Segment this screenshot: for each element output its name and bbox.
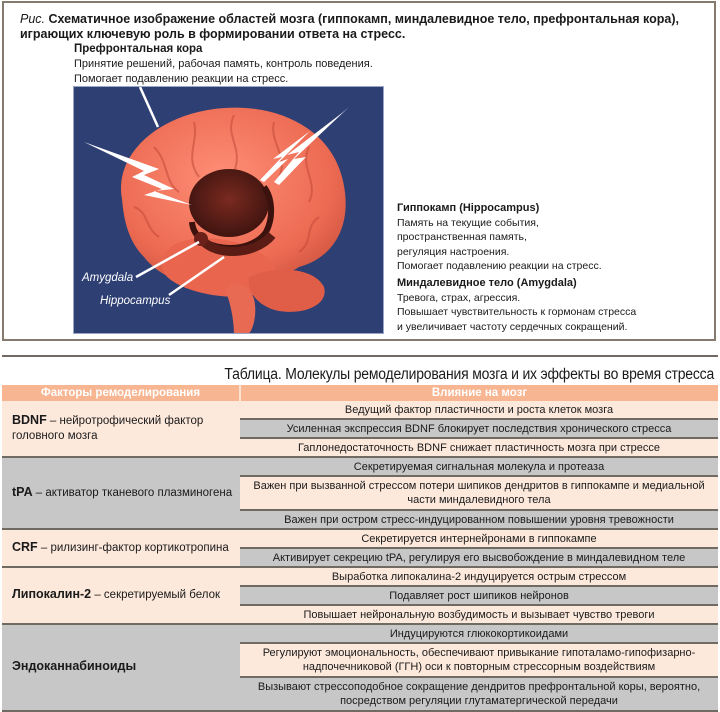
table-row: Подавляет рост шипиков нейронов <box>2 585 718 605</box>
cerebellum <box>248 269 325 312</box>
amygdala-description: Миндалевидное тело (Amygdala) Тревога, с… <box>397 276 636 334</box>
table-body: BDNF – нейротрофический фактор головного… <box>2 401 718 712</box>
hippocampus-line: Память на текущие события, <box>397 216 539 229</box>
factor-name: Эндоканнабиноиды <box>12 659 137 674</box>
table-row: Регулируют эмоциональность, обеспечивают… <box>2 642 718 677</box>
factor-description: – рилизинг-фактор кортикотропина <box>37 541 229 554</box>
prefrontal-line: Принятие решений, рабочая память, контро… <box>74 58 373 70</box>
figure-caption-text: Схематичное изображение областей мозга (… <box>20 12 680 41</box>
table-row: Активирует секрецию tPA, регулируя его в… <box>2 547 718 568</box>
effect-cell: Индуцируются глюкокортикоидами <box>240 624 718 643</box>
brain-svg <box>84 87 349 333</box>
hippocampus-title: Гиппокамп (Hippocampus) <box>397 202 540 214</box>
factor-cell: CRF – рилизинг-фактор кортикотропина <box>2 529 240 568</box>
prefrontal-line: Помогает подавлению реакции на стресс. <box>74 73 289 85</box>
table-row: BDNF – нейротрофический фактор головного… <box>2 401 718 458</box>
header-effects: Влияние на мозг <box>240 385 718 401</box>
effect-cell: Ведущий фактор пластичности и роста клет… <box>240 401 718 419</box>
remodeling-table: Факторы ремоделирования Влияние на мозг … <box>2 385 718 712</box>
pointer-lines <box>135 87 225 297</box>
effect-cell: Важен при вызванной стрессом потери шипи… <box>240 475 718 510</box>
effect-cell: Гаплонедостаточность BDNF снижает пласти… <box>240 437 718 458</box>
table-row: Гаплонедостаточность BDNF снижает пласти… <box>2 437 718 458</box>
brain-illustration: Amygdala Hippocampus <box>73 86 384 334</box>
factor-cell: tPA – активатор тканевого плазминогена <box>2 457 240 530</box>
amygdala-line: Тревога, страх, агрессия. <box>397 291 521 304</box>
figure-caption: Рис. Схематичное изображение областей мо… <box>20 12 680 42</box>
effect-cell: Секретируется интернейронами в гиппокамп… <box>240 529 718 548</box>
factor-name: BDNF <box>12 412 47 427</box>
amygdala-title: Миндалевидное тело (Amygdala) <box>397 277 577 289</box>
table-row: Важен при остром стресс-индуцированном п… <box>2 509 718 530</box>
hippocampus-label: Hippocampus <box>100 295 171 307</box>
prefrontal-title: Префронтальная кора <box>74 43 203 55</box>
header-factors: Факторы ремоделирования <box>2 385 241 401</box>
brainstem <box>226 283 256 333</box>
brain-gyri <box>133 114 320 253</box>
factor-name: Липокалин-2 <box>12 587 92 602</box>
factor-name: tPA <box>12 484 33 499</box>
amygdala-line: Повышает чувствительность к гормонам стр… <box>397 306 637 318</box>
effect-cell: Регулируют эмоциональность, обеспечивают… <box>240 642 718 677</box>
table-title: Таблица. Молекулы ремоделирования мозга … <box>224 366 714 383</box>
table-row: Повышает нейрональную возбудимость и выз… <box>2 604 718 625</box>
hippocampus-line: Помогает подавлению реакции на стресс. <box>397 260 602 272</box>
table-row: Усиленная экспрессия BDNF блокирует посл… <box>2 418 718 438</box>
effect-cell: Повышает нейрональную возбудимость и выз… <box>240 604 718 625</box>
section-divider <box>2 355 718 357</box>
factor-cell: Липокалин-2 – секретируемый белок <box>2 567 240 625</box>
amygdala-line: и увеличивает частоту сердечных сокращен… <box>397 320 628 333</box>
hippocampus-line: пространственная память, <box>397 231 527 243</box>
effect-cell: Вызывают стрессоподобное сокращение денд… <box>240 676 718 712</box>
factor-name: CRF <box>12 539 38 554</box>
figure-caption-prefix: Рис. <box>20 12 46 26</box>
hippocampus-description: Гиппокамп (Hippocampus) Память на текущи… <box>397 201 602 274</box>
factor-cell: Эндоканнабиноиды <box>2 624 240 712</box>
factor-description: – секретируемый белок <box>91 589 221 602</box>
limbic-structure <box>189 169 269 237</box>
amygdala-label: Amygdala <box>82 272 134 284</box>
table-row: Важен при вызванной стрессом потери шипи… <box>2 475 718 510</box>
effect-cell: Секретируемая сигнальная молекула и прот… <box>240 457 718 476</box>
effect-cell: Усиленная экспрессия BDNF блокирует посл… <box>240 418 718 438</box>
prefrontal-description: Префронтальная кора Принятие решений, ра… <box>74 42 373 87</box>
factor-cell: BDNF – нейротрофический фактор головного… <box>2 401 240 458</box>
factor-description: – нейротрофический фактор головного мозг… <box>12 414 204 443</box>
hippocampus-line: регуляция настроения. <box>397 245 510 258</box>
table-header-row: Факторы ремоделирования Влияние на мозг <box>2 385 718 401</box>
table-row: Эндоканнабиноиды Индуцируются глюкокортик… <box>2 624 718 712</box>
effect-cell: Подавляет рост шипиков нейронов <box>240 585 718 605</box>
factor-description: – активатор тканевого плазминогена <box>32 486 233 499</box>
effect-cell: Активирует секрецию tPA, регулируя его в… <box>240 547 718 568</box>
stress-bolts <box>84 107 349 205</box>
effect-cell: Выработка липокалина-2 индуцируется остр… <box>240 567 718 586</box>
effect-cell: Важен при остром стресс-индуцированном п… <box>240 509 718 530</box>
